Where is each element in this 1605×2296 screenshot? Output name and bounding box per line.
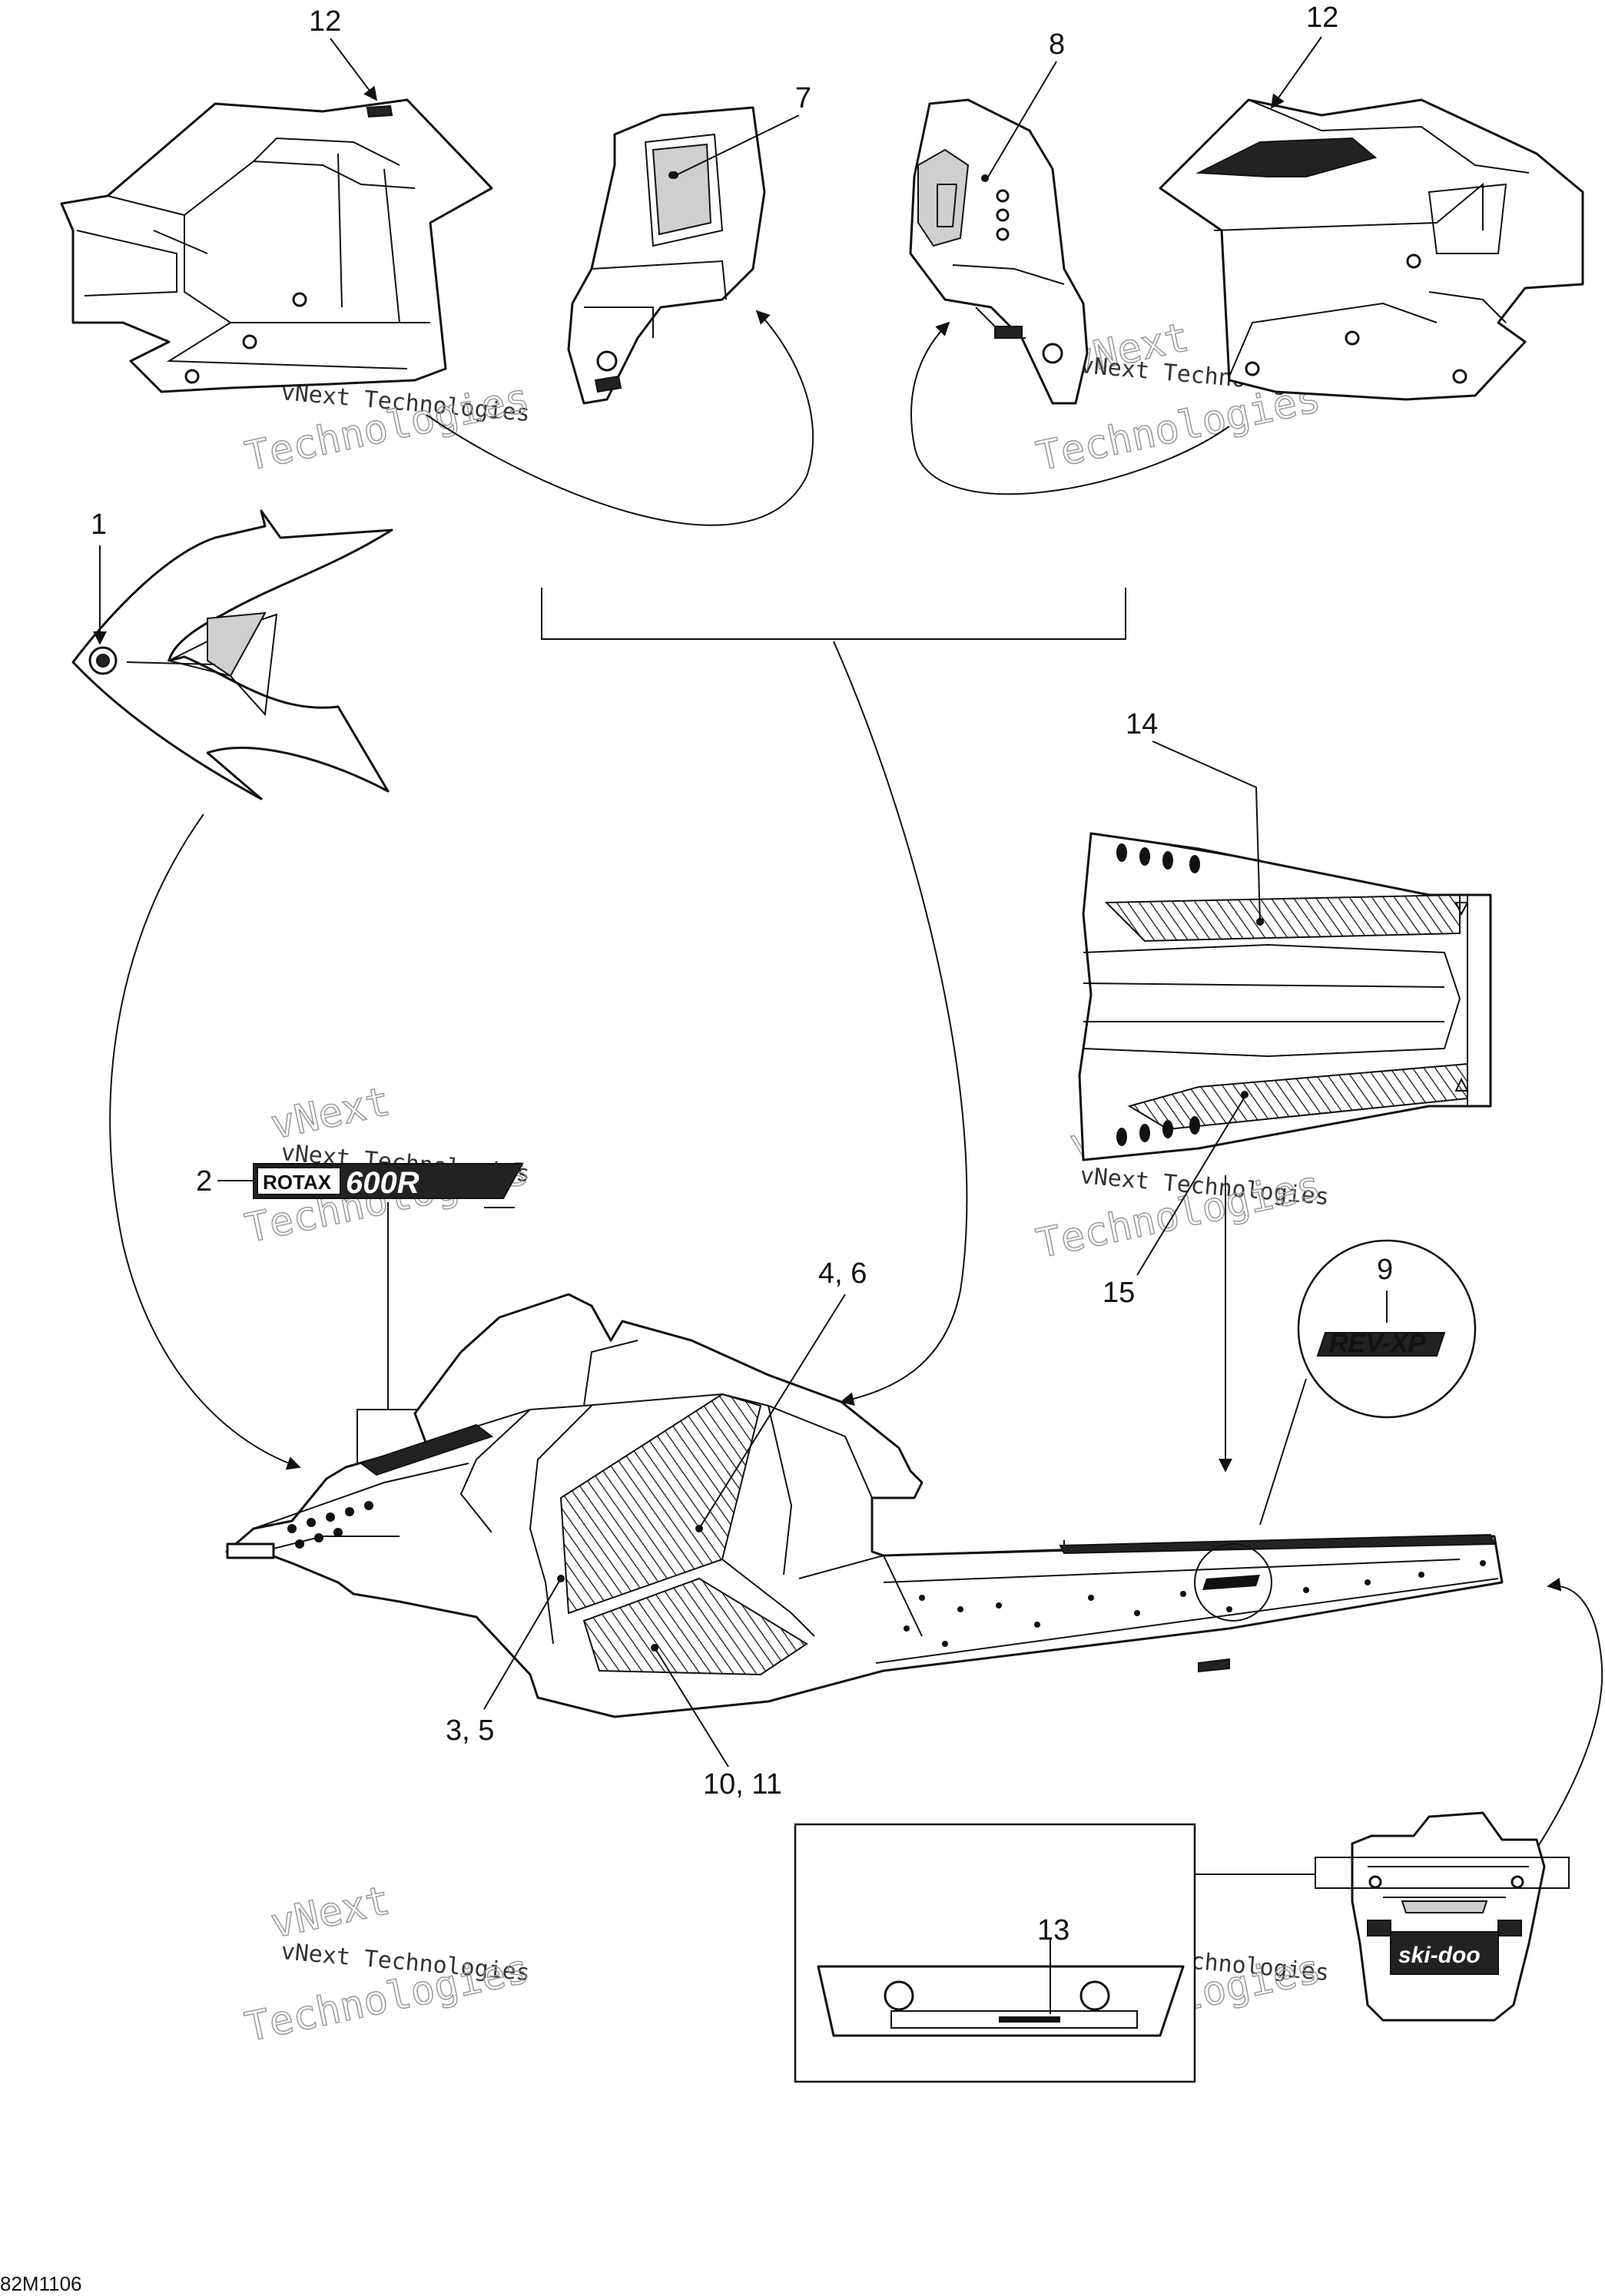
document-id: 82M1106 (0, 2272, 82, 2295)
callout-7: 7 (671, 82, 811, 179)
hood-nose (71, 509, 393, 800)
rear-decal-detail-box (794, 1823, 1196, 2083)
right-inner-panel (909, 98, 1089, 405)
svg-text:2: 2 (196, 1165, 212, 1198)
svg-text:ski-doo: ski-doo (1398, 1943, 1481, 1968)
svg-text:12: 12 (1306, 2, 1338, 34)
curve-left-panels (426, 310, 814, 526)
svg-text:10, 11: 10, 11 (703, 1768, 782, 1801)
svg-text:1: 1 (91, 509, 107, 541)
left-inner-panel (567, 106, 766, 405)
svg-text:8: 8 (1049, 28, 1065, 61)
callout-15: 15 (1103, 1096, 1245, 1309)
rear-bumper-view: ski-doo (1315, 1811, 1570, 2022)
rotax-decal: ROTAX 600R (253, 1163, 524, 1208)
snowmobile-body (225, 1293, 1504, 1718)
svg-text:7: 7 (795, 82, 811, 114)
svg-text:13: 13 (1037, 1914, 1069, 1946)
svg-text:4, 6: 4, 6 (818, 1257, 867, 1290)
right-side-panel (1159, 98, 1584, 401)
curve-hood-to-sled (109, 813, 301, 1470)
callout-4-6: 4, 6 (695, 1257, 867, 1532)
svg-text:vNext: vNext (267, 1877, 394, 1947)
callout-14: 14 (1126, 708, 1264, 926)
svg-text:14: 14 (1126, 708, 1158, 740)
callout-8: 8 (987, 28, 1065, 179)
callout-12-left: 12 (309, 5, 378, 101)
svg-text:ROTAX: ROTAX (263, 1171, 332, 1194)
callout-9: 9 (1377, 1254, 1393, 1286)
watermark-bottom-left: vNext vNext Technologies Technologies (240, 1877, 533, 2051)
callout-3-5: 3, 5 (446, 1575, 565, 1747)
curve-bracket-to-sled (833, 641, 968, 1406)
group-bracket (541, 588, 1126, 640)
curve-right-panels (910, 321, 1230, 495)
svg-text:12: 12 (309, 5, 341, 38)
rev-xp-detail-circle: REV-XP (1297, 1239, 1477, 1419)
left-side-panel (60, 98, 493, 393)
callout-2: 2 (196, 1165, 254, 1198)
callout-12-right: 12 (1270, 2, 1338, 109)
callout-13: 13 (1037, 1914, 1069, 1946)
tunnel-top-view (1078, 832, 1492, 1161)
rev-xp-leader (1259, 1378, 1307, 1526)
svg-text:3, 5: 3, 5 (446, 1715, 494, 1747)
svg-text:9: 9 (1377, 1254, 1393, 1286)
svg-text:15: 15 (1103, 1277, 1135, 1309)
callout-10-11: 10, 11 (651, 1644, 782, 1801)
svg-text:vNext: vNext (267, 1078, 394, 1148)
callout-1: 1 (91, 509, 107, 645)
svg-text:600R: 600R (346, 1166, 419, 1200)
svg-text:REV-XP: REV-XP (1329, 1329, 1426, 1358)
